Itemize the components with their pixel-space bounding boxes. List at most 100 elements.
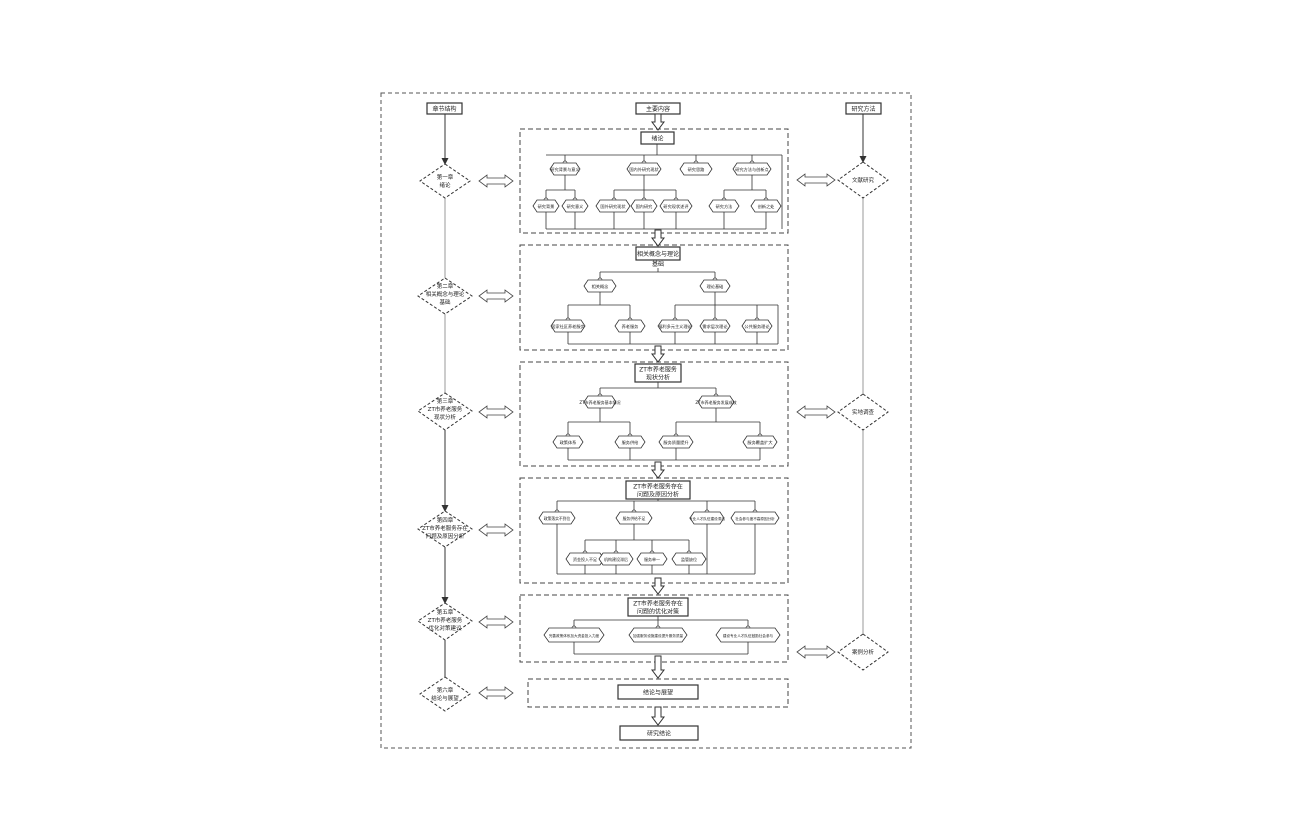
left-column-header: 章节结构 <box>426 102 463 115</box>
s2-leaf-1-text: 居家社区养老服务 <box>551 323 585 330</box>
s1-branch-4 <box>732 162 772 176</box>
section-5: ZT市养老服务存在 问题的优化对策 完善政策体系加大资金投入力度 加强服务设施建… <box>543 597 781 655</box>
end-box-text: 研究结论 <box>647 730 671 738</box>
outer-frame <box>380 92 912 749</box>
s3-leaf-3-text: 服务质量提升 <box>663 439 688 446</box>
section-5-title-line2: 问题的优化对策 <box>637 608 679 616</box>
s1-leaf-7-text: 创新之处 <box>758 203 776 210</box>
s1-leaf-7 <box>750 199 782 213</box>
s4-leaf-3-text: 服务单一 <box>644 556 660 562</box>
section-3: ZT市养老服务 现状分析 <box>552 363 778 461</box>
s1-leaf-1 <box>532 199 560 213</box>
section-4-title-line1: ZT市养老服务存在 <box>633 483 683 491</box>
down-arrow-icon <box>651 229 665 247</box>
section-4-title-line2: 问题及原因分析 <box>637 491 679 499</box>
method-2-diamond: 实地调查 <box>837 393 889 431</box>
s4-leaf-3 <box>636 552 668 566</box>
s3-leaf-1-text: 政策体系 <box>560 439 577 446</box>
method-2-text: 实地调查 <box>852 408 875 416</box>
s5-leaf-3 <box>715 627 781 643</box>
s4-branch-2-text: 服务供给不足 <box>623 516 646 521</box>
down-arrow-icon <box>651 345 665 363</box>
s3-leaf-4 <box>742 435 778 449</box>
right-header-text: 研究方法 <box>851 105 875 113</box>
s2-leaf-4-text: 需求层次理论 <box>702 323 728 330</box>
chapter-3-line1: 第三章 <box>437 397 454 405</box>
section-6: 结论与展望 <box>617 684 699 700</box>
section-5-title-line1: ZT市养老服务存在 <box>633 600 683 608</box>
s3-branch-1 <box>583 395 617 409</box>
down-arrow-icon <box>651 113 665 131</box>
method-1-diamond: 文献研究 <box>837 161 889 199</box>
section-5-frame <box>519 594 789 663</box>
center-header-text: 主要内容 <box>646 105 670 113</box>
s1-branch-2-text: 国内外研究现状 <box>629 166 659 173</box>
s2-leaf-2 <box>614 319 646 333</box>
left-double-arrows <box>478 174 514 700</box>
s4-branch-4-text: 社会参与度不高原因分析 <box>735 516 775 521</box>
s3-branch-2-text: ZT市养老服务发展成效 <box>695 399 736 405</box>
section-3-frame <box>519 361 789 467</box>
section-6-title: 结论与展望 <box>643 689 673 697</box>
method-3-text: 案例分析 <box>852 648 875 656</box>
s1-branch-3-text: 研究思路 <box>688 166 706 173</box>
s3-leaf-2-text: 服务供给 <box>622 439 639 446</box>
section-2-title-line1: 相关概念与理论 <box>637 250 679 258</box>
s4-leaf-2-text: 机构建设滞后 <box>604 556 628 562</box>
section-2: 相关概念与理论 基础 <box>550 246 779 345</box>
s1-branch-1-text: 研究背景与意义 <box>550 166 580 173</box>
s2-branch-2 <box>699 279 731 293</box>
s2-branch-2-text: 理论基础 <box>707 283 724 290</box>
double-arrow-icon <box>478 615 514 629</box>
s2-branch-1-text: 相关概念 <box>592 283 610 290</box>
chapter-2-diamond: 第二章 相关概念与理论 基础 <box>417 277 473 315</box>
chapter-1-line2: 绪论 <box>439 181 451 189</box>
chapter-6-line1: 第六章 <box>437 686 454 694</box>
down-arrow-icon <box>651 577 665 595</box>
chapter-6-diamond: 第六章 结论与展望 <box>419 676 471 712</box>
section-4-frame <box>519 477 789 584</box>
chapter-2-line1: 第二章 <box>437 282 454 290</box>
section-2-title-line2: 基础 <box>652 260 664 268</box>
s1-branch-2 <box>626 162 662 176</box>
s4-leaf-1-text: 资金投入不足 <box>573 556 597 562</box>
s4-branch-4 <box>730 511 780 525</box>
s1-leaf-4 <box>630 199 658 213</box>
s1-leaf-4-text: 国内研究 <box>636 203 654 210</box>
s2-leaf-5 <box>741 319 773 333</box>
s4-leaf-4 <box>671 552 707 566</box>
s2-leaf-4 <box>699 319 731 333</box>
section-3-title-line1: ZT市养老服务 <box>639 366 677 374</box>
section-1-title: 绪论 <box>651 135 663 143</box>
double-arrow-icon <box>478 405 514 419</box>
section-1-frame <box>519 128 789 234</box>
s2-leaf-5-text: 公共服务理论 <box>744 323 770 330</box>
s1-branch-3 <box>679 162 713 176</box>
section-2-title-box <box>635 246 681 261</box>
double-arrow-icon <box>478 686 514 700</box>
down-arrow-icon <box>651 706 665 726</box>
s1-leaf-6-text: 研究方法 <box>716 203 733 210</box>
double-arrow-icon <box>478 174 514 188</box>
s5-leaf-2 <box>628 627 688 643</box>
s4-branch-3-text: 专业人才队伍建设滞后 <box>689 516 725 521</box>
method-3-diamond: 案例分析 <box>837 633 889 671</box>
chapter-5-line3: 优化对策建议 <box>428 624 462 632</box>
s4-branch-1-text: 政策落实不到位 <box>544 516 571 521</box>
method-1-text: 文献研究 <box>852 176 875 184</box>
section-3-title-line2: 现状分析 <box>646 374 670 382</box>
s2-leaf-1 <box>550 319 586 333</box>
chapter-3-diamond: 第三章 ZT市养老服务 现状分析 <box>417 392 473 431</box>
chapter-4-diamond: 第四章 ZT市养老服务存在 问题及原因分析 <box>417 510 473 548</box>
s4-branch-2 <box>615 511 653 525</box>
s3-branch-1-text: ZT市养老服务基本情况 <box>579 399 620 405</box>
double-arrow-icon <box>796 173 836 187</box>
chapter-5-diamond: 第五章 ZT市养老服务 优化对策建议 <box>417 602 473 641</box>
s5-leaf-1 <box>543 627 605 643</box>
s3-leaf-2 <box>614 435 646 449</box>
section-4: ZT市养老服务存在 问题及原因分析 <box>538 480 780 575</box>
s2-leaf-3-text: 福利多元主义理论 <box>658 323 692 330</box>
end-box: 研究结论 <box>619 725 699 741</box>
right-double-arrows <box>796 173 836 659</box>
s3-leaf-3 <box>658 435 694 449</box>
